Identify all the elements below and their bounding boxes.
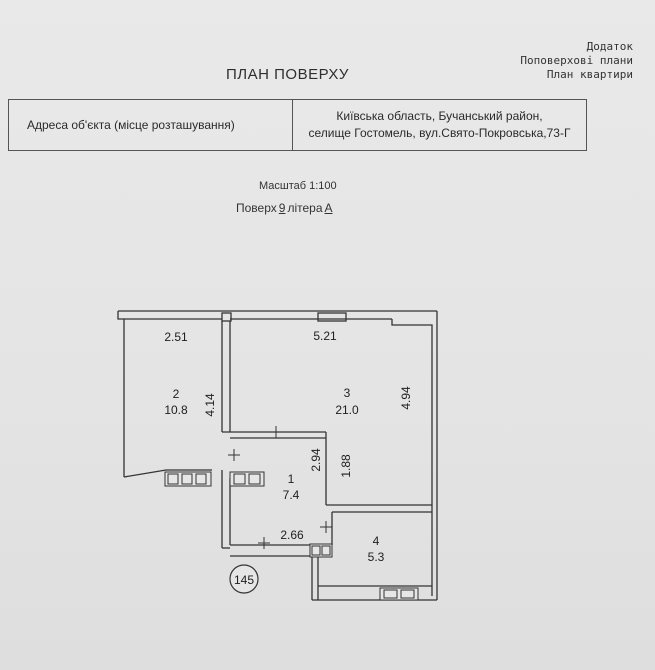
room1-number: 1 <box>288 472 295 486</box>
window-pane-1 <box>167 473 179 485</box>
address-line-1: Київська область, Бучанський район, <box>336 109 543 123</box>
column-top-middle <box>221 312 232 322</box>
address-table: Адреса об'єкта (місце розташування) Київ… <box>8 99 587 151</box>
window-pane-5 <box>248 473 261 485</box>
dim-room1-length: 2.94 <box>309 448 323 472</box>
room4-number: 4 <box>373 534 380 548</box>
appendix-title: Додаток <box>586 40 633 53</box>
wall-left-bottom <box>123 469 212 478</box>
window-pane-7 <box>400 589 415 599</box>
address-value: Київська область, Бучанський район, сели… <box>293 100 586 150</box>
scale-label: Масштаб 1:100 <box>259 180 337 192</box>
window-pane-4 <box>233 473 246 485</box>
dim-room2-width: 2.51 <box>164 330 188 344</box>
appendix-block: Додаток Поповерхові плани План квартири <box>520 40 633 82</box>
dim-corridor-length: 1.88 <box>339 454 353 478</box>
room1-area: 7.4 <box>283 488 300 502</box>
floor-letter: А <box>324 201 333 215</box>
floor-prefix: Поверх <box>236 201 277 215</box>
room2-number: 2 <box>173 387 180 401</box>
appendix-subtitle: Поповерхові плани <box>520 54 633 67</box>
dim-room1-width: 2.66 <box>280 528 304 542</box>
apartment-number: 145 <box>234 573 254 587</box>
room3-area: 21.0 <box>335 403 359 417</box>
apartment-number-circle <box>229 564 259 594</box>
dim-room3-width: 5.21 <box>313 329 337 343</box>
address-line-2: селище Гостомель, вул.Свято-Покровська,7… <box>308 126 571 140</box>
wall-right-inner <box>391 319 433 596</box>
room2-area: 10.8 <box>164 403 188 417</box>
room3-number: 3 <box>344 386 351 400</box>
plan-markers <box>228 426 332 549</box>
dim-room3-length: 4.94 <box>399 386 413 410</box>
appendix-plan-type: План квартири <box>546 68 633 81</box>
window-pane-6 <box>383 589 398 599</box>
wall-outer-left <box>117 311 125 477</box>
plan-windows <box>164 471 419 601</box>
window-pane-2 <box>181 473 193 485</box>
window-top-room3 <box>317 312 347 322</box>
room4-area: 5.3 <box>368 550 385 564</box>
page-title: ПЛАН ПОВЕРХУ <box>226 66 349 83</box>
address-label: Адреса об'єкта (місце розташування) <box>9 100 293 150</box>
vent-pane-2 <box>321 545 331 556</box>
floor-number: 9 <box>278 201 286 215</box>
floor-letter-label: літера <box>287 201 323 215</box>
dim-room2-length: 4.14 <box>203 393 217 417</box>
vent-pane-1 <box>311 545 321 556</box>
window-pane-3 <box>195 473 207 485</box>
plan-walls <box>117 310 438 601</box>
